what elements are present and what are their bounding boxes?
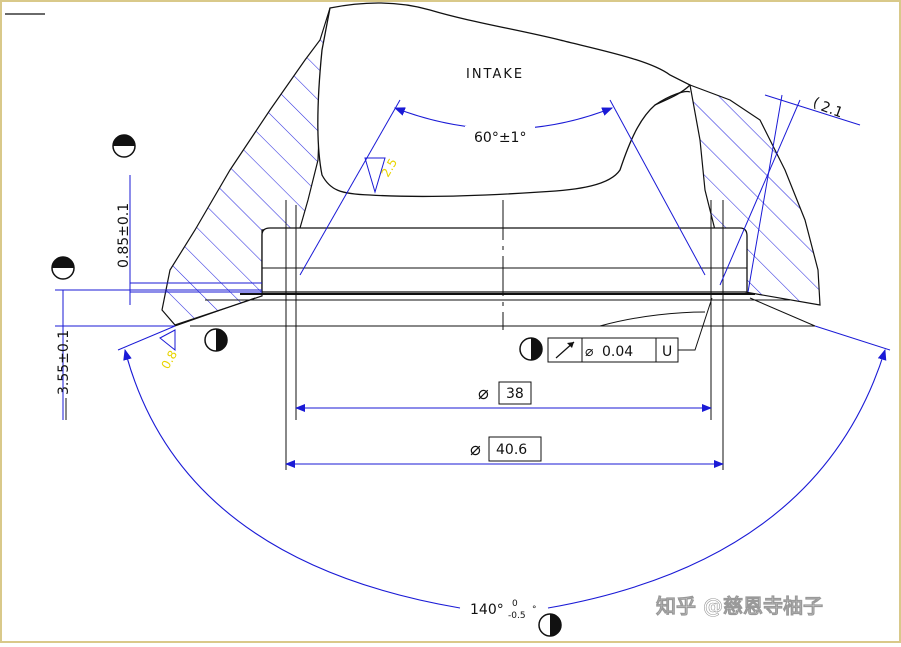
intake-port-outline xyxy=(317,2,692,198)
runout-tolerance: 0.04 xyxy=(602,344,633,360)
dim-left-upper: 0.85±0.1 xyxy=(116,203,132,268)
seat-insert xyxy=(261,227,748,293)
bottom-angle-tol-unit: ° xyxy=(532,605,537,615)
dim-left-lower: 3.55±0.1 xyxy=(56,330,72,395)
datum-symbol-2 xyxy=(51,256,75,280)
roughness-left: 0.8 xyxy=(158,348,180,372)
diameter-outer: 40.6 xyxy=(496,442,527,458)
svg-text:(: ( xyxy=(811,95,822,112)
datum-symbol-5 xyxy=(538,613,562,637)
dia-symbol-outer: ⌀ xyxy=(470,439,481,460)
diameter-inner: 38 xyxy=(506,386,524,402)
intake-label: INTAKE xyxy=(466,67,524,82)
datum-symbol-1 xyxy=(112,134,136,158)
datum-symbol-3 xyxy=(204,328,228,352)
runout-symbol: ⌀ xyxy=(585,344,594,360)
bottom-angle-tol-lower: -0.5 xyxy=(508,611,526,621)
dia-symbol-inner: ⌀ xyxy=(478,383,489,404)
runout-frame: ⌀ 0.04 U xyxy=(547,337,679,363)
datum-symbol-4 xyxy=(519,337,543,361)
dim-top-right: 2.1 xyxy=(819,99,845,122)
watermark: 知乎 @慈恩寺柚子 xyxy=(656,594,823,618)
bottom-angle-tol-upper: 0 xyxy=(512,599,518,609)
runout-datum: U xyxy=(662,344,672,360)
seat-angle-label: 60°±1° xyxy=(474,130,526,146)
head-section-right xyxy=(689,84,821,306)
bottom-angle-label: 140° xyxy=(470,602,504,618)
